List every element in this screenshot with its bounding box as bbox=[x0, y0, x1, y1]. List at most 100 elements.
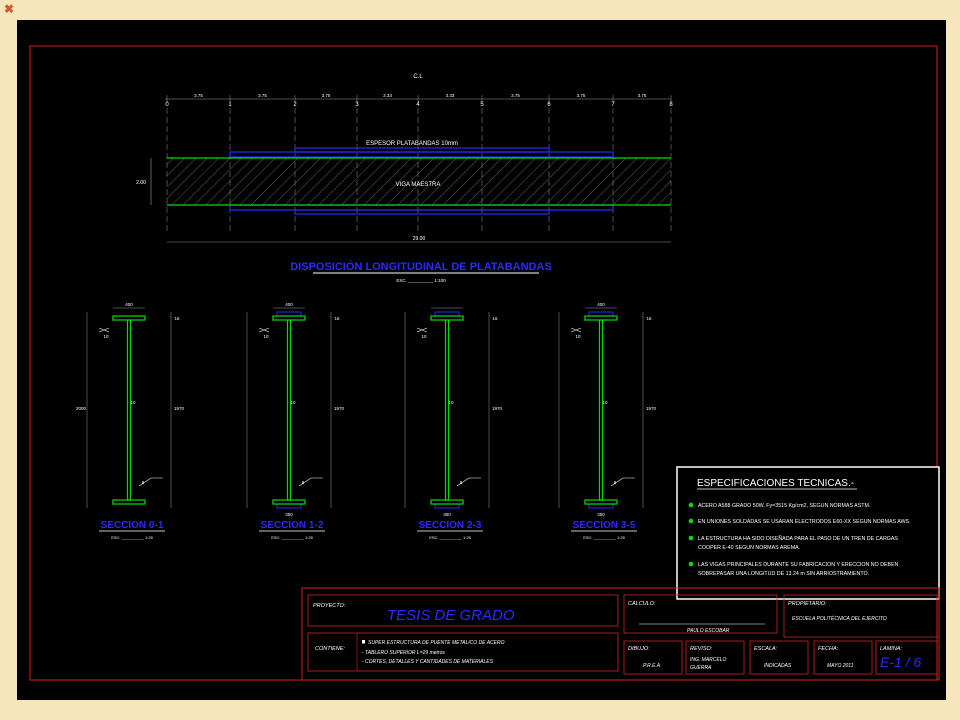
section-top-flange bbox=[272, 315, 306, 321]
owner-label: PROPIETARIO: bbox=[788, 601, 827, 607]
section-scale: ESC. __________ 1:25 bbox=[271, 535, 313, 540]
sheet-number-cell bbox=[875, 640, 938, 675]
leader-line-icon bbox=[138, 477, 163, 487]
plate-thickness-label: ESPESOR PLATABANDAS 10mm bbox=[366, 141, 458, 147]
section-web-label: 10 bbox=[130, 400, 136, 405]
section-bottom-flange bbox=[584, 499, 618, 505]
section-top-plate bbox=[276, 311, 302, 317]
section-flange-thickness: 16 bbox=[492, 316, 498, 321]
section-flange-thickness: 16 bbox=[646, 316, 652, 321]
span-label-0: 3.75 bbox=[194, 93, 203, 98]
owner-name: ESCUELA POLITÉCNICA DEL EJERCITO bbox=[792, 615, 887, 622]
contents-line-1: SUPER ESTRUCTURA DE PUENTE METALICO DE A… bbox=[368, 640, 505, 646]
section-top-flange bbox=[112, 315, 146, 321]
section-flange-thickness: 16 bbox=[174, 316, 180, 321]
section-top-width: 400 bbox=[125, 302, 133, 307]
calculation-label: CALCULO: bbox=[628, 601, 656, 607]
section-bottom-flange bbox=[112, 499, 146, 505]
date-cell bbox=[813, 640, 873, 675]
section-flange-thickness: 16 bbox=[334, 316, 340, 321]
section-inner-height: 1970 bbox=[646, 406, 657, 411]
section-web bbox=[444, 319, 450, 501]
contents-line-3: - CORTES, DETALLES Y CANTIDADES DE MATER… bbox=[362, 659, 494, 665]
section-scale: ESC. __________ 1:25 bbox=[583, 535, 625, 540]
section-bottom-flange bbox=[272, 499, 306, 505]
spec-text: COOPER E-40 SEGUN NORMAS AREMA. bbox=[698, 545, 800, 551]
section-inner-height: 1970 bbox=[492, 406, 503, 411]
span-label-7: 3.75 bbox=[638, 93, 647, 98]
span-label-5: 3.75 bbox=[511, 93, 520, 98]
spec-text: LAS VIGAS PRINCIPALES DURANTE SU FABRICA… bbox=[698, 562, 899, 568]
contents-bullet bbox=[362, 640, 365, 644]
title-block-frame bbox=[301, 587, 940, 681]
weld-symbol-icon bbox=[570, 327, 582, 333]
total-length-label: 29.00 bbox=[413, 236, 426, 242]
technical-specifications: ESPECIFICACIONES TECNICAS.- ACERO A588 G… bbox=[676, 466, 940, 600]
reviewed-name-1: ING. MARCELO bbox=[690, 657, 727, 663]
spec-text: EN UNIONES SOLDADAS SE USARAN ELECTRODOS… bbox=[698, 519, 911, 525]
section-bottom-width: 350 bbox=[285, 512, 293, 517]
main-beam-hatch bbox=[167, 158, 671, 205]
weld-symbol-icon bbox=[98, 327, 110, 333]
centerline-label: C.L bbox=[413, 74, 423, 80]
section-web bbox=[286, 319, 292, 501]
drawing-label: DIBUJO: bbox=[628, 646, 650, 652]
section-scale: ESC. __________ 1:25 bbox=[429, 535, 471, 540]
project-label: PROYECTO: bbox=[313, 603, 346, 609]
top-plate-inner bbox=[294, 147, 550, 153]
span-label-1: 3.75 bbox=[258, 93, 267, 98]
span-label-6: 3.75 bbox=[577, 93, 586, 98]
reviewed-name-2: GUERRA bbox=[690, 665, 712, 671]
section-title: SECCION 2-3 bbox=[419, 520, 482, 531]
section-bottom-plate bbox=[588, 503, 614, 509]
section-top-flange bbox=[584, 315, 618, 321]
contents-line-2: - TABLERO SUPERIOR L=29 metros bbox=[362, 650, 445, 656]
spec-text: ACERO A588 GRADO 50W, Fy=3515 Kg/cm2, SE… bbox=[698, 503, 870, 509]
spec-bullet-icon bbox=[688, 535, 694, 541]
axis-label-4: 4 bbox=[416, 102, 420, 108]
axis-label-7: 7 bbox=[611, 102, 615, 108]
section-bottom-width: 350 bbox=[597, 512, 605, 517]
section-web-label: 10 bbox=[290, 400, 296, 405]
axis-label-8: 8 bbox=[669, 102, 673, 108]
section-top-plate bbox=[434, 311, 460, 317]
section-title: SECCION 3-5 bbox=[573, 520, 636, 531]
scale-cell bbox=[749, 640, 809, 675]
axis-label-1: 1 bbox=[228, 102, 232, 108]
span-label-3: 3.33 bbox=[383, 93, 392, 98]
date-value: MAYO 2011 bbox=[827, 663, 854, 669]
section-bottom-width: 350 bbox=[443, 512, 451, 517]
calculation-cell bbox=[623, 594, 778, 634]
axis-label-0: 0 bbox=[165, 102, 169, 108]
axis-label-3: 3 bbox=[355, 102, 359, 108]
section-web-thickness: 10 bbox=[575, 334, 581, 339]
drawing-cell bbox=[623, 640, 683, 675]
axis-label-6: 6 bbox=[547, 102, 551, 108]
contents-label: CONTIENE: bbox=[315, 646, 345, 652]
date-label: FECHA: bbox=[818, 646, 839, 652]
axis-label-2: 2 bbox=[293, 102, 297, 108]
main-beam-label: VIGA MAESTRA bbox=[396, 182, 441, 188]
bottom-plate-outer bbox=[229, 204, 614, 211]
section-inner-height: 1970 bbox=[334, 406, 345, 411]
spec-item: ACERO A588 GRADO 50W, Fy=3515 Kg/cm2, SE… bbox=[688, 502, 870, 509]
sheet-number: E-1 / 6 bbox=[880, 654, 921, 670]
owner-cell bbox=[783, 594, 938, 638]
contents-cell bbox=[307, 632, 619, 672]
section-web bbox=[126, 319, 132, 501]
reviewed-label: REVISO: bbox=[690, 646, 713, 652]
bottom-plate-inner bbox=[294, 209, 550, 215]
top-plate-outer bbox=[229, 151, 614, 158]
slide-bullet-icon: ✖ bbox=[4, 2, 15, 16]
project-cell bbox=[307, 594, 619, 627]
scale-label: ESCALA: bbox=[754, 646, 778, 652]
spec-item: LA ESTRUCTURA HA SIDO DISEÑADA PARA EL P… bbox=[688, 535, 898, 551]
reviewed-cell bbox=[685, 640, 745, 675]
